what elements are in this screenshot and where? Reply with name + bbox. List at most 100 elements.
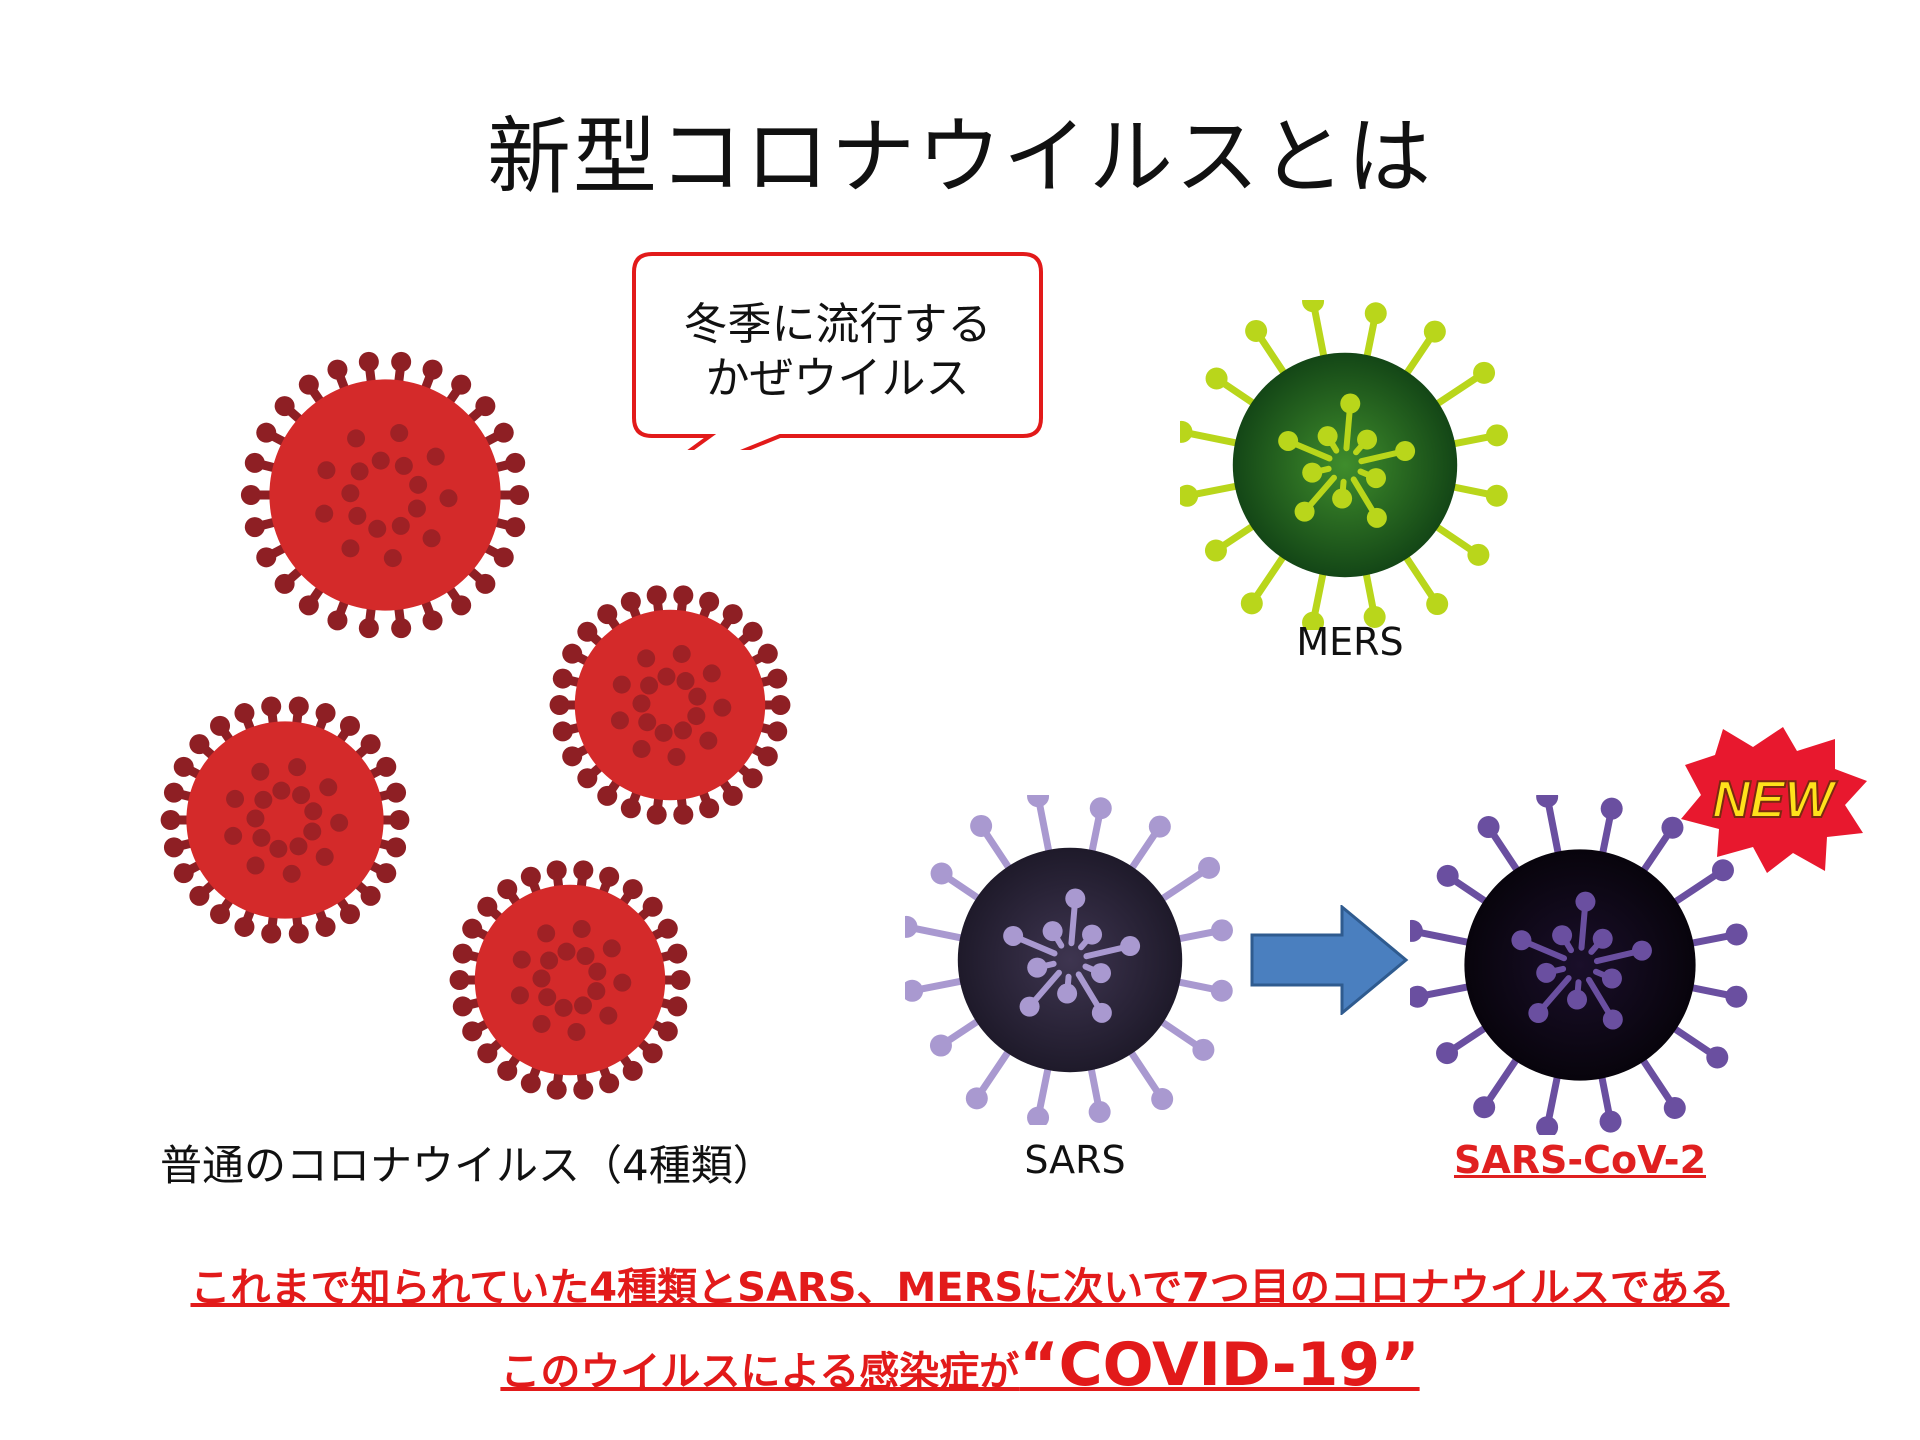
new-badge: NEW — [1681, 727, 1867, 873]
virus-inner-dot — [341, 539, 360, 558]
virus-inner-dot — [1003, 925, 1024, 946]
new-badge-label: NEW — [1712, 771, 1837, 829]
virus-spike-tip — [546, 1079, 567, 1100]
virus-body — [1464, 849, 1696, 1081]
speech-bubble-text: 冬季に流行する かぜウイルス — [630, 298, 1045, 406]
virus-inner-dot — [699, 731, 718, 750]
virus-inner-dot — [572, 919, 591, 938]
virus-spike-tip — [552, 721, 573, 742]
virus-inner-dot — [348, 506, 367, 525]
virus-spike-tip — [667, 996, 688, 1017]
speech-bubble — [632, 252, 1043, 450]
virus-spike-tip — [1436, 864, 1459, 887]
virus-inner-dot — [391, 516, 410, 535]
virus-inner-dot — [390, 424, 409, 443]
virus-spike-tip — [234, 916, 255, 937]
virus-spike-tip — [1210, 919, 1233, 942]
virus-spike-tip — [1599, 1110, 1622, 1133]
sars-label: SARS — [1024, 1138, 1126, 1182]
virus-spike-tip — [1467, 543, 1490, 566]
virus-inner-dot — [407, 499, 426, 518]
virus-spike-tip — [477, 1043, 498, 1064]
virus-spike-tip — [667, 943, 688, 964]
virus-spike-tip — [742, 621, 763, 642]
virus-spike-tip — [767, 668, 788, 689]
virus-inner-dot — [371, 451, 390, 470]
virus-spike-tip — [1205, 367, 1228, 390]
virus-spike-tip — [505, 517, 526, 538]
virus-inner-dot — [574, 996, 593, 1015]
virus-inner-dot — [330, 813, 349, 832]
virus-spike-tip — [642, 1043, 663, 1064]
virus-spike-tip — [497, 879, 518, 900]
virus-spike-tip — [1536, 1116, 1559, 1135]
virus-inner-dot — [1357, 429, 1378, 450]
virus-spike-tip — [422, 610, 443, 631]
virus-spike-tip — [1711, 859, 1734, 882]
virus-spike-tip — [1363, 605, 1386, 628]
virus-spike-tip — [657, 918, 678, 939]
virus-inner-dot — [1278, 430, 1299, 451]
virus-spike-tip — [620, 798, 641, 819]
virus-spike-tip — [520, 866, 541, 887]
common-coronavirus-image — [549, 585, 791, 825]
virus-inner-dot — [252, 828, 271, 847]
virus-spike-tip — [274, 573, 295, 594]
virus-inner-dot — [676, 672, 695, 691]
virus-spike-tip — [360, 734, 381, 755]
virus-inner-dot — [654, 723, 673, 742]
virus-inner-dot — [567, 1022, 586, 1041]
virus-inner-dot — [1536, 962, 1557, 983]
virus-spike-tip — [261, 696, 282, 717]
virus-spike-tip — [189, 734, 210, 755]
virus-inner-dot — [540, 951, 559, 970]
virus-spike-tip — [475, 573, 496, 594]
virus-spike-tip — [1477, 816, 1500, 839]
virus-inner-dot — [557, 942, 576, 961]
virus-inner-dot — [1631, 940, 1652, 961]
virus-spike-tip — [452, 943, 473, 964]
virus-spike-tip — [1148, 815, 1171, 838]
virus-inner-dot — [1027, 957, 1048, 978]
virus-inner-dot — [288, 758, 307, 777]
virus-inner-dot — [702, 664, 721, 683]
virus-inner-dot — [1366, 507, 1387, 528]
common-coronavirus-image — [449, 860, 691, 1100]
virus-inner-dot — [1575, 891, 1596, 912]
virus-inner-dot — [1042, 921, 1063, 942]
virus-inner-dot — [640, 676, 659, 695]
virus-spike-tip — [742, 768, 763, 789]
virus-inner-dot — [613, 973, 632, 992]
virus-spike-tip — [422, 359, 443, 380]
virus-spike-tip — [1426, 593, 1449, 616]
virus-inner-dot — [672, 644, 691, 663]
virus-inner-dot — [512, 950, 531, 969]
virus-inner-dot — [538, 988, 557, 1007]
virus-spike-tip — [505, 452, 526, 473]
virus-spike-tip — [189, 885, 210, 906]
bubble-line-1: 冬季に流行する — [683, 299, 992, 350]
virus-inner-dot — [1065, 888, 1086, 909]
virus-spike-tip — [288, 696, 309, 717]
virus-inner-dot — [226, 789, 245, 808]
virus-spike-tip — [163, 782, 184, 803]
virus-inner-dot — [637, 649, 656, 668]
virus-inner-dot — [510, 986, 529, 1005]
virus-spike-tip — [573, 860, 594, 881]
virus-spike-tip — [452, 996, 473, 1017]
virus-spike-tip — [1436, 1042, 1459, 1065]
virus-spike-tip — [597, 785, 618, 806]
virus-inner-dot — [1332, 488, 1353, 509]
virus-inner-dot — [347, 429, 366, 448]
virus-inner-dot — [588, 962, 607, 981]
virus-spike-tip — [1423, 320, 1446, 343]
virus-spike-tip — [905, 915, 918, 938]
virus-body — [957, 847, 1183, 1073]
virus-spike-tip — [622, 879, 643, 900]
virus-spike-tip — [1027, 1106, 1050, 1125]
virus-spike-tip — [210, 715, 231, 736]
virus-inner-dot — [282, 864, 301, 883]
virus-spike-tip — [173, 863, 194, 884]
virus-spike-tip — [657, 1021, 678, 1042]
virus-spike-tip — [577, 621, 598, 642]
